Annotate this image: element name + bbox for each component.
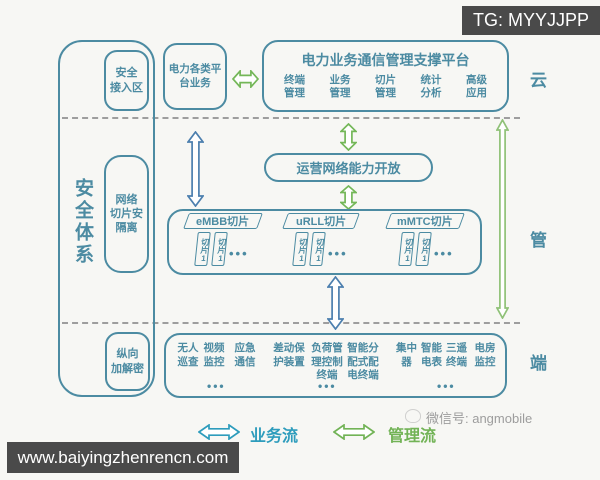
secure-access-zone-box: 安全 接入区 <box>104 50 149 111</box>
urll-more-dots: ••• <box>328 246 348 261</box>
terminal-smart-distribution: 智能分 配式配 电终端 <box>347 342 379 382</box>
terminal-video-monitor: 视频 监控 <box>203 342 225 368</box>
network-capability-pill: 运营网络能力开放 <box>264 153 433 182</box>
embb-more-dots: ••• <box>229 246 249 261</box>
business-flow-arrow-bottom <box>327 276 344 330</box>
layer-label-cloud: 云 <box>530 71 547 90</box>
layer-label-pipe: 管 <box>530 231 547 250</box>
terminal-room-monitor: 电房 监控 <box>474 342 496 368</box>
mmtc-more-dots: ••• <box>434 246 454 261</box>
module-slice-mgmt: 切片 管理 <box>375 74 396 100</box>
layer-divider-pipe-device <box>62 322 520 324</box>
management-flow-legend-icon <box>333 424 375 440</box>
security-system-frame <box>58 40 155 397</box>
slices-container-box <box>167 209 482 275</box>
module-terminal-mgmt: 终端 管理 <box>284 74 305 100</box>
business-flow-arrow-left <box>187 131 204 207</box>
layer-divider-cloud-pipe <box>62 117 520 119</box>
tg-badge: TG: MYYJJPP <box>462 6 600 35</box>
business-flow-legend-icon <box>198 424 240 440</box>
support-platform-box: 电力业务通信管理支撑平台 终端 管理 业务 管理 切片 管理 统计 分析 高级 … <box>262 40 509 112</box>
exchange-arrow-icon <box>232 70 259 88</box>
terminal-load-control: 负荷管 理控制 终端 <box>311 342 343 382</box>
terminal-emergency-comm: 应急 通信 <box>234 342 256 368</box>
wechat-logo-icon <box>405 409 421 423</box>
mmtc-slice-label: mMTC切片 <box>385 213 465 229</box>
management-flow-arrow-top <box>340 123 357 151</box>
terminal-group3-dots: ••• <box>437 379 456 393</box>
terminal-differential-protection: 差动保 护装置 <box>273 342 305 368</box>
module-statistics: 统计 分析 <box>420 74 442 100</box>
management-flow-label: 管理流 <box>388 428 437 445</box>
terminal-drone-patrol: 无人 巡查 <box>177 342 199 368</box>
embb-slice-label: eMBB切片 <box>183 213 263 229</box>
management-flow-arrow-mid <box>340 185 357 210</box>
business-flow-label: 业务流 <box>250 428 299 445</box>
site-url-bar: www.baiyingzhenrencn.com <box>7 442 239 473</box>
urll-slice-label: uRLL切片 <box>282 213 360 229</box>
module-advanced-app: 高级 应用 <box>466 74 487 100</box>
support-platform-title: 电力业务通信管理支撑平台 <box>301 52 470 68</box>
management-flow-arrow-long <box>496 119 509 319</box>
terminal-three-remote: 三遥 终端 <box>446 342 467 368</box>
wechat-id-watermark: 微信号: angmobile <box>426 411 533 426</box>
layer-label-device: 端 <box>530 354 547 373</box>
terminal-smart-meter: 智能 电表 <box>421 342 442 368</box>
network-slice-isolation-box: 网络 切片安 隔离 <box>104 155 149 273</box>
terminal-group1-dots: ••• <box>207 379 226 393</box>
module-business-mgmt: 业务 管理 <box>329 74 351 100</box>
terminals-container-box <box>164 333 507 398</box>
vertical-encryption-box: 纵向 加解密 <box>105 332 150 391</box>
terminal-concentrator: 集中 器 <box>396 342 417 368</box>
power-platform-services-box: 电力各类平 台业务 <box>163 43 227 110</box>
terminal-group2-dots: ••• <box>318 379 337 393</box>
security-system-title: 安全体系 <box>72 178 93 266</box>
